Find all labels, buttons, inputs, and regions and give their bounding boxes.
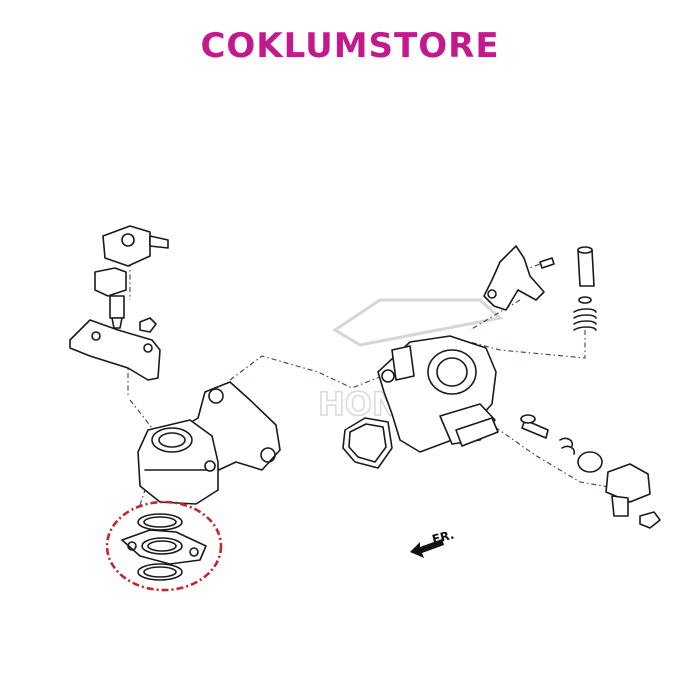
idle-adjust-screw: [573, 246, 597, 331]
intake-insulator: [137, 381, 281, 505]
store-name-title: COKLUMSTORE: [200, 26, 500, 66]
cable-bracket: [483, 245, 555, 311]
front-direction-arrow: [410, 539, 444, 558]
gasket-set: [105, 500, 223, 592]
sensor-bolt-set: [520, 414, 603, 473]
throttle-o-ring: [342, 417, 393, 469]
injector-bracket: [69, 319, 161, 381]
map-sensor: [605, 463, 661, 529]
throttle-body: [377, 335, 499, 453]
fuel-injector-assembly: [94, 225, 169, 333]
